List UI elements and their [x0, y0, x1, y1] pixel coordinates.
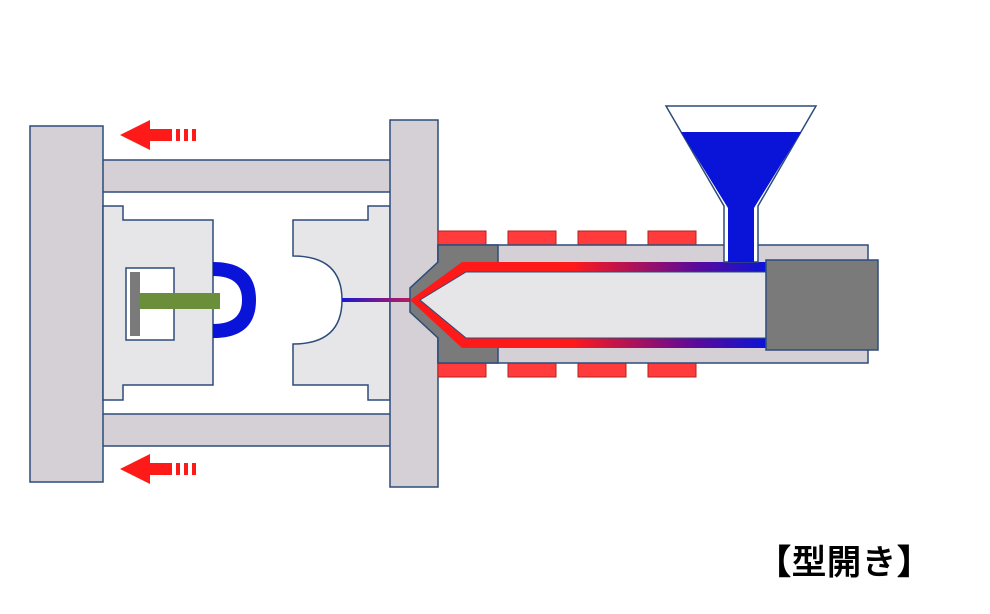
diagram-caption: 【型開き】	[757, 543, 932, 583]
ejector-rod	[140, 293, 220, 309]
heater-band	[507, 230, 557, 246]
heater-band	[437, 362, 487, 378]
heater-band	[507, 362, 557, 378]
heater-band	[577, 230, 627, 246]
fixed-mold-half	[292, 205, 391, 401]
heater-band	[647, 362, 697, 378]
tie-bar-top	[99, 159, 393, 193]
heater-band	[437, 230, 487, 246]
hopper-resin	[681, 132, 801, 262]
heater-band	[577, 362, 627, 378]
ejector-plate	[130, 272, 140, 336]
moving-platen	[29, 125, 104, 483]
left-arrow-icon	[120, 454, 196, 484]
tie-bar-bottom	[99, 413, 393, 447]
molded-part	[213, 262, 256, 338]
left-arrow-icon	[120, 120, 196, 150]
sprue	[342, 298, 412, 302]
screw-ram	[765, 259, 879, 351]
heater-band	[647, 230, 697, 246]
screw-body	[419, 271, 769, 339]
